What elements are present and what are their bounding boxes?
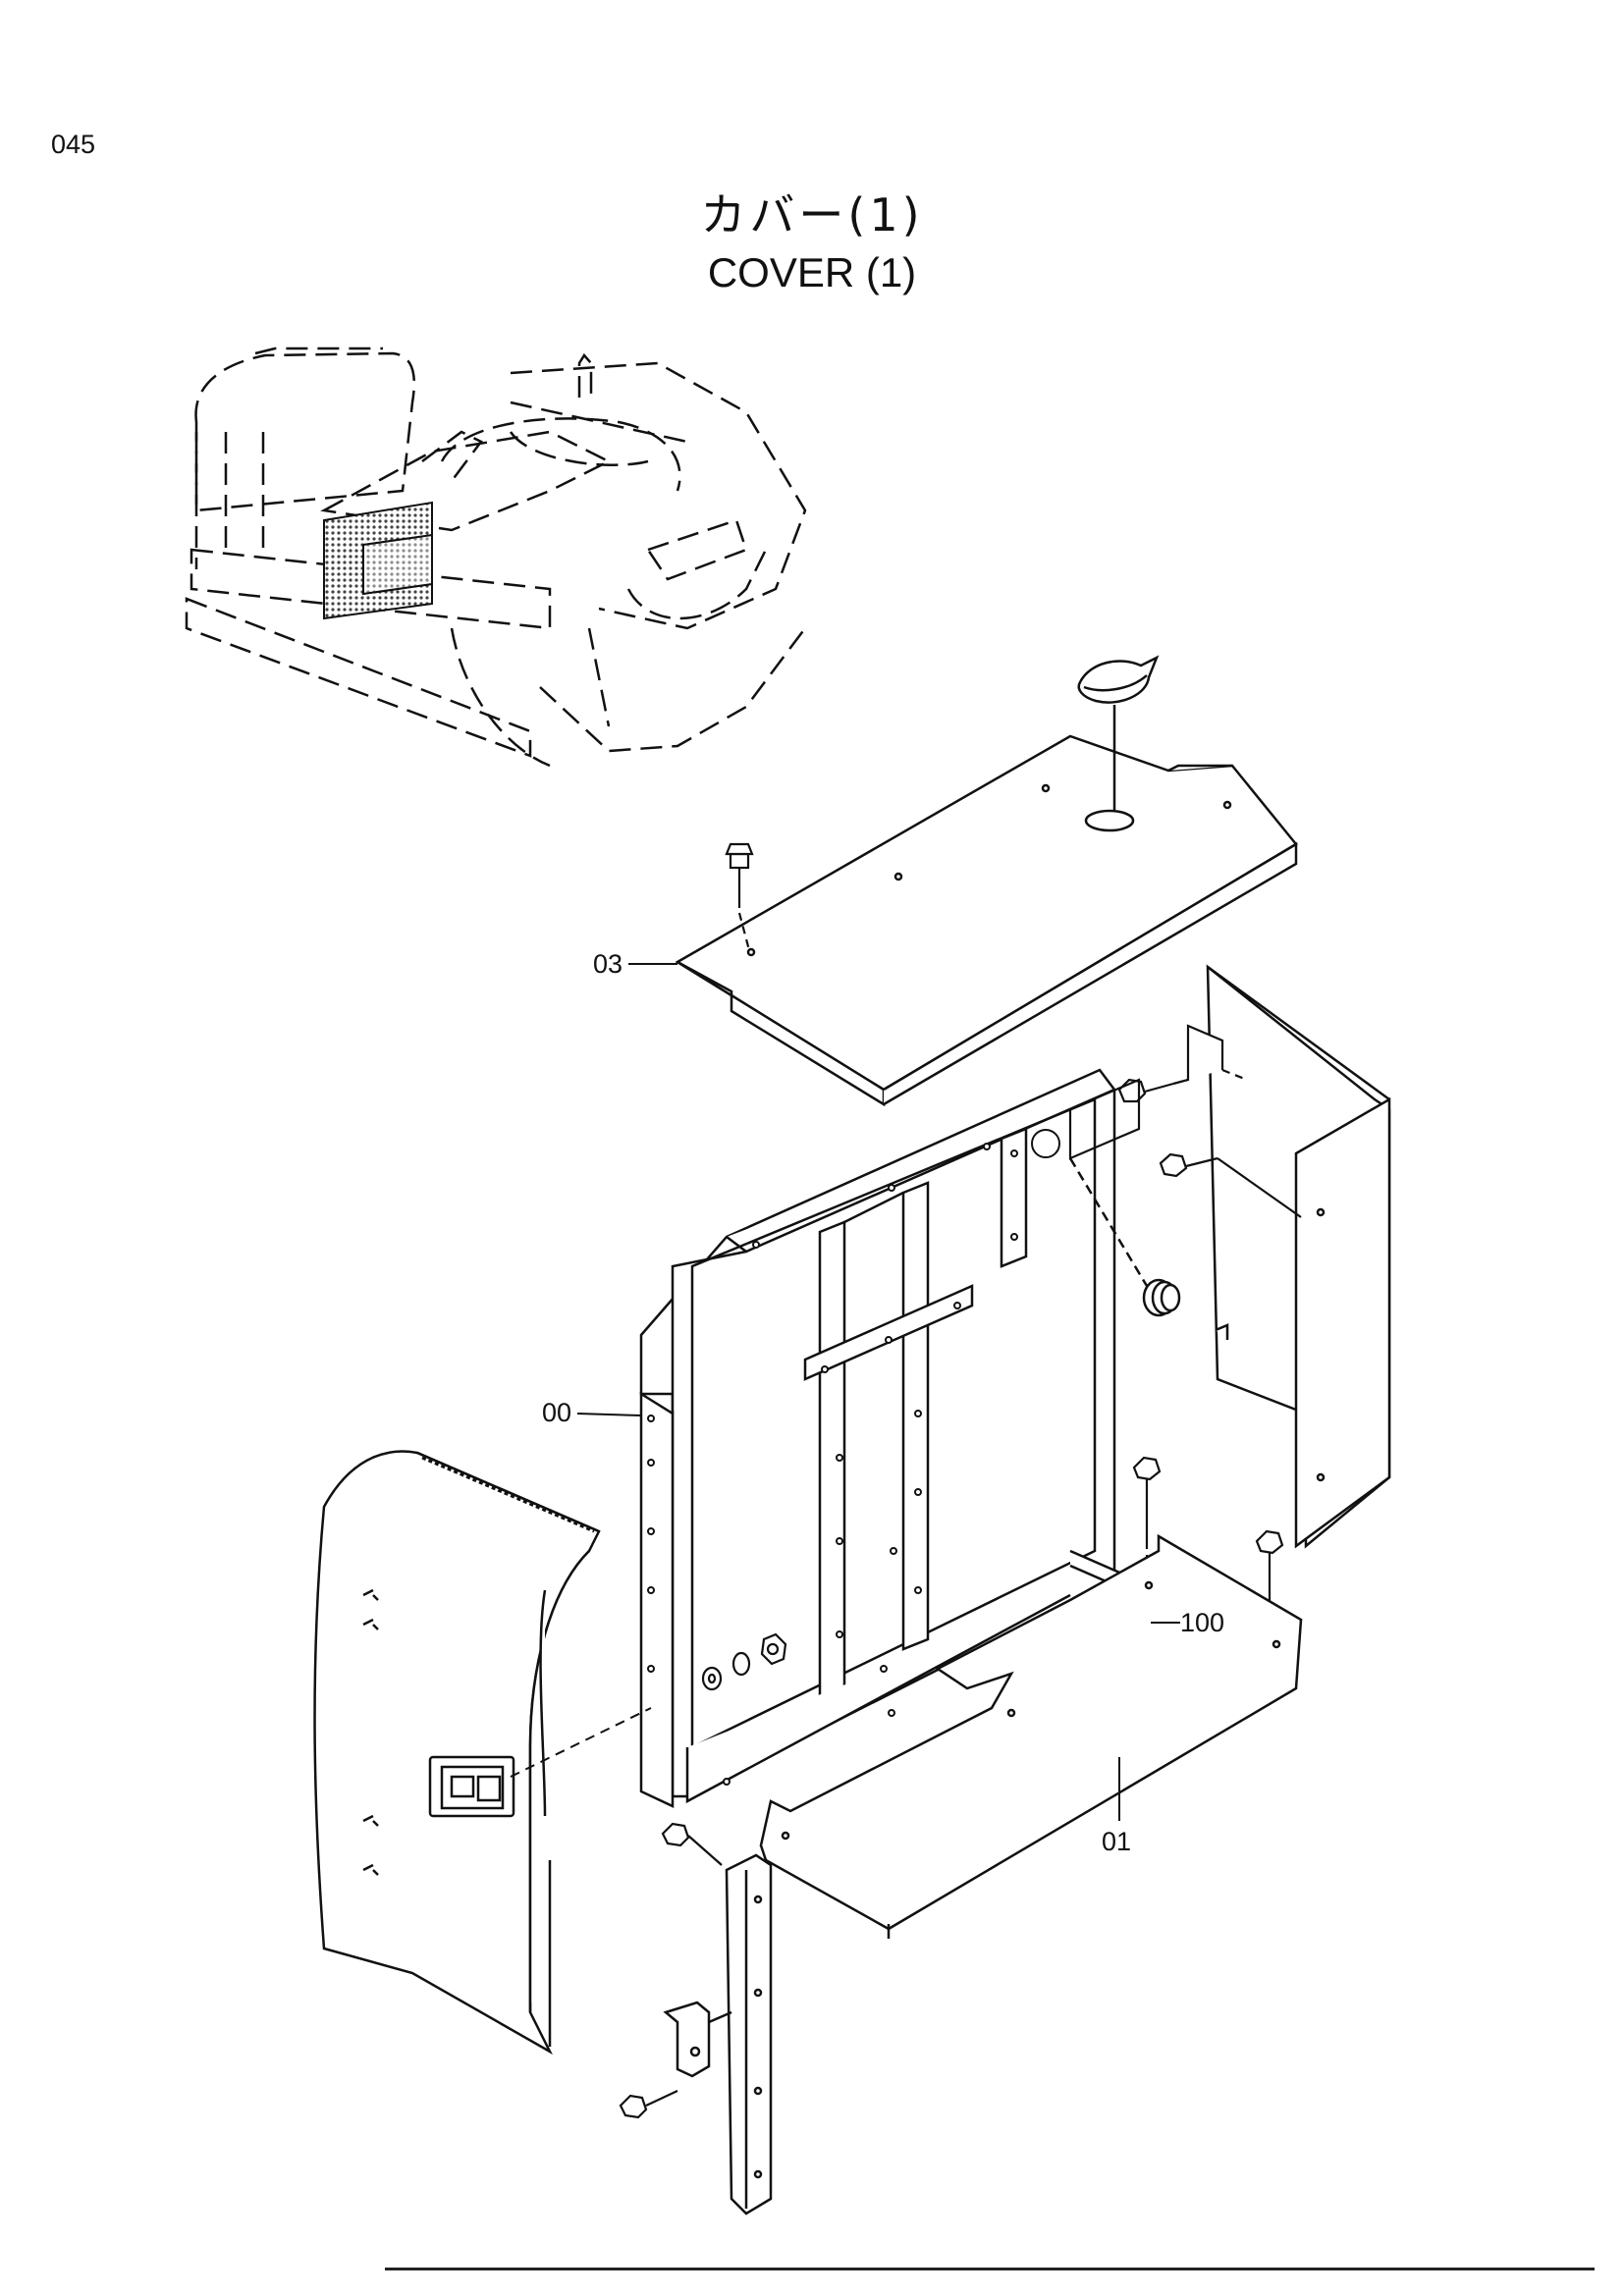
callout-01: 01 (1102, 1757, 1131, 1856)
door-leader-line (510, 1707, 652, 1778)
bolts-side-panel (1068, 1024, 1302, 1218)
callout-03: 03 (593, 949, 677, 979)
callout-100: 100 (1151, 1608, 1224, 1637)
hinge-part (663, 2001, 732, 2078)
frame-holes (647, 1129, 1064, 1786)
grommet-frame (1068, 1157, 1181, 1317)
callout-label-100: 100 (1180, 1608, 1224, 1637)
page-number: 045 (51, 130, 96, 159)
callout-label-03: 03 (593, 949, 623, 979)
footer-rule (385, 2268, 1595, 2270)
top-cover-part (675, 734, 1298, 1107)
bolt-top-cover (725, 842, 754, 951)
door-panel-part (313, 1450, 601, 2056)
machine-mesh-panels (323, 501, 433, 620)
title-japanese: カバー(1) (700, 188, 924, 241)
bolt-strip-top (661, 1822, 723, 1866)
washer-nut-set (701, 1632, 787, 1691)
bolt-hinge (619, 2090, 678, 2119)
frame-part (639, 1068, 1151, 1808)
callout-label-00: 00 (542, 1398, 571, 1427)
door-panel-texture (421, 1456, 595, 1533)
machine-overview (185, 347, 807, 768)
title-english: COVER (1) (707, 249, 917, 295)
callout-00: 00 (542, 1398, 642, 1427)
cap-knob-part (1077, 655, 1160, 811)
bottom-plate-part (759, 1533, 1303, 1939)
callout-label-01: 01 (1102, 1827, 1131, 1856)
diagram-title: カバー(1) COVER (1) (0, 185, 1624, 300)
side-panel-part (1206, 964, 1391, 1549)
vertical-strip-part (725, 1853, 773, 2216)
